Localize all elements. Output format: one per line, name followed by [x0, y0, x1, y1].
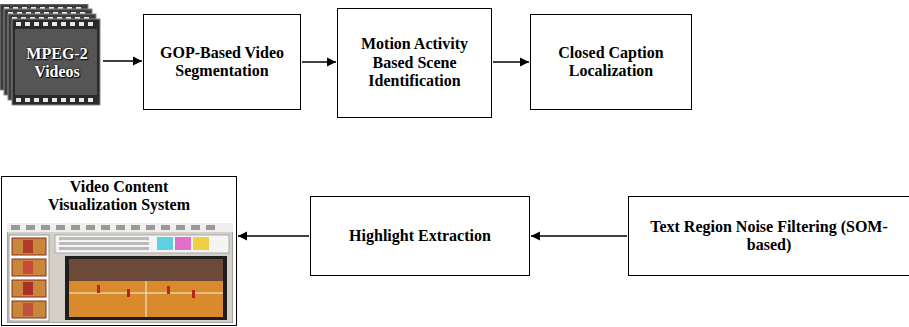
system-box: Video Content Visualization System — [1, 176, 237, 326]
box-label: Motion Activity Based Scene Identificati… — [342, 35, 487, 90]
process-box: Closed Caption Localization — [530, 14, 692, 110]
process-box: Highlight Extraction — [310, 196, 530, 276]
text-column: GOP-Based Video Segmentation — [148, 44, 296, 81]
box-label: Closed Caption Localization — [535, 44, 687, 81]
flow-arrow — [103, 57, 142, 66]
flow-arrow — [493, 58, 529, 67]
process-box: GOP-Based Video Segmentation — [143, 14, 301, 110]
flow-arrow — [531, 232, 627, 241]
box-label: Text Region Noise Filtering (SOM-based) — [633, 218, 905, 255]
film-label-area: MPEG-2 Videos — [14, 30, 100, 96]
video-source-icon: MPEG-2 Videos — [0, 4, 102, 108]
text-column: Text Region Noise Filtering (SOM-based) — [633, 218, 905, 255]
flow-arrow — [238, 232, 309, 241]
source-label: MPEG-2 Videos — [20, 45, 94, 82]
process-box: Motion Activity Based Scene Identificati… — [337, 8, 492, 118]
flow-arrow — [302, 58, 336, 67]
text-column: Closed Caption Localization — [535, 44, 687, 81]
box-label: Highlight Extraction — [349, 227, 491, 245]
box-heading: Video Content Visualization System — [32, 178, 207, 215]
text-column: Highlight Extraction — [349, 227, 491, 245]
text-column: Motion Activity Based Scene Identificati… — [342, 35, 487, 90]
process-box: Text Region Noise Filtering (SOM-based) — [628, 196, 909, 276]
box-label: GOP-Based Video Segmentation — [148, 44, 296, 81]
screenshot-illustration — [7, 223, 233, 323]
